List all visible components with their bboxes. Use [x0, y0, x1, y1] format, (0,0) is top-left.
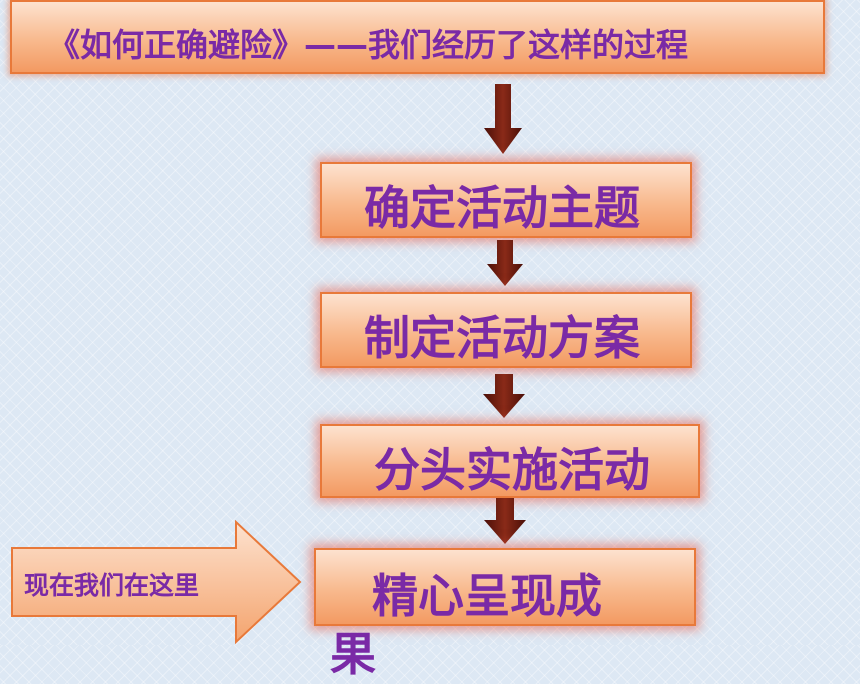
- step-text-3: 分头实施活动: [374, 443, 650, 497]
- step-box-1: 确定活动主题: [320, 162, 692, 238]
- title-text: 《如何正确避险》——我们经历了这样的过程: [48, 26, 689, 64]
- step-box-4: 精心呈现成: [314, 548, 696, 626]
- right-arrow-icon: [11, 520, 302, 645]
- step-text-4: 精心呈现成: [372, 569, 602, 623]
- down-arrow-icon: [483, 374, 525, 418]
- step-box-2: 制定活动方案: [320, 292, 692, 368]
- step-box-3: 分头实施活动: [320, 424, 700, 498]
- step-text-4-overflow: 果: [330, 627, 376, 681]
- step-text-2: 制定活动方案: [364, 311, 640, 365]
- down-arrow-icon: [487, 240, 523, 286]
- step-text-1: 确定活动主题: [364, 181, 640, 235]
- here-label: 现在我们在这里: [24, 571, 200, 600]
- title-box: 《如何正确避险》——我们经历了这样的过程: [10, 0, 825, 74]
- down-arrow-icon: [484, 84, 522, 154]
- down-arrow-icon: [484, 498, 526, 544]
